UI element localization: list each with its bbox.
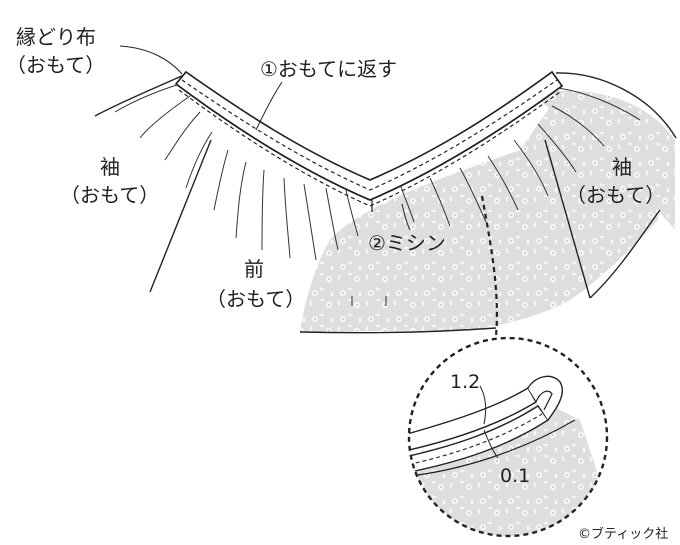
copyright-text: ©ブティック社 — [578, 526, 668, 542]
sleeve-right-label: 袖 — [612, 155, 632, 179]
detail-magnifier — [407, 336, 609, 538]
leader-lines — [119, 45, 411, 231]
sleeve-left-label: 袖 — [100, 155, 120, 179]
step2-label: ②ミシン — [368, 231, 446, 255]
dimension-1-2: 1.2 — [450, 371, 480, 393]
front-label: 前 — [244, 257, 264, 281]
binding-label-sub: （おもて） — [6, 53, 105, 77]
neckline-binding — [174, 70, 564, 212]
gather-lines-left — [114, 81, 359, 261]
sleeve-left-label-sub: （おもて） — [60, 183, 159, 207]
gather-lines-right — [399, 87, 641, 227]
lace-fabric-sleeve — [535, 90, 675, 230]
step1-label: ①おもてに返す — [260, 57, 397, 81]
lace-fabric-front — [300, 95, 660, 333]
binding-label: 縁どり布 — [16, 25, 96, 49]
garment-outline — [94, 72, 677, 334]
dimension-0-1: 0.1 — [500, 465, 530, 487]
sleeve-right-label-sub: （おもて） — [566, 183, 665, 207]
hem-ticks — [351, 296, 387, 306]
front-label-sub: （おもて） — [206, 287, 305, 311]
